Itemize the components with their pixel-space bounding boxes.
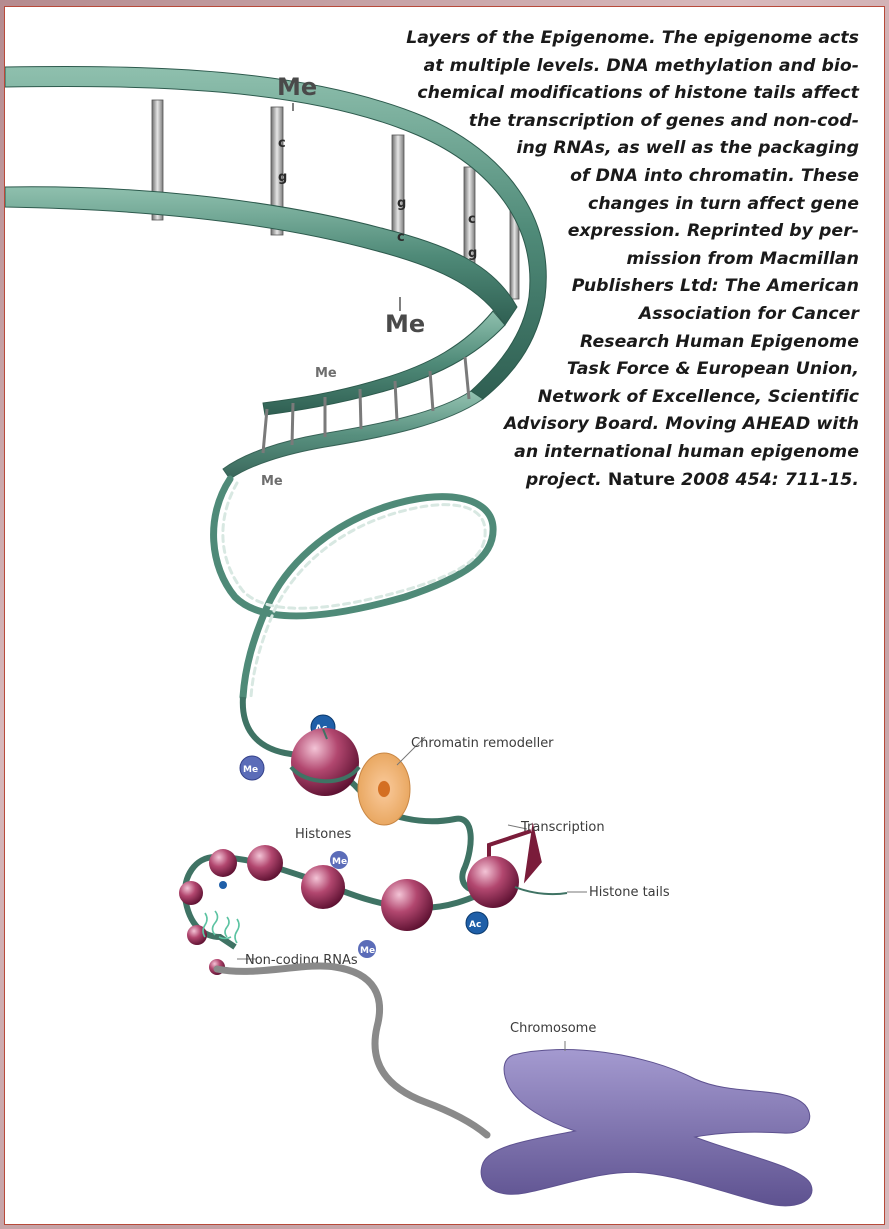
caption-line: chemical modifications of histone tails … xyxy=(375,80,859,108)
methyl-tag-left: Me xyxy=(240,756,264,780)
caption-line: of DNA into chromatin. These xyxy=(375,163,859,191)
caption-line: mission from Macmillan xyxy=(375,246,859,274)
methyl-tag-loop-1: Me xyxy=(330,851,348,869)
caption-line: at multiple levels. DNA methylation and … xyxy=(375,53,859,81)
methyl-label-small-2: Me xyxy=(261,474,283,489)
base-c-1: c xyxy=(278,136,286,151)
acetyl-tag-bottom: Ac xyxy=(466,912,488,934)
svg-text:Me: Me xyxy=(243,765,258,775)
caption-project-text: project. xyxy=(526,470,602,490)
histone-octamer-large xyxy=(291,728,359,796)
caption-line: expression. Reprinted by per- xyxy=(375,218,859,246)
svg-text:Me: Me xyxy=(332,857,347,867)
caption-citation: 2008 454: 711-15. xyxy=(681,470,859,490)
label-histone-tails: Histone tails xyxy=(589,885,670,900)
svg-text:Me: Me xyxy=(360,946,375,956)
caption-line: Layers of the Epigenome. The epigenome a… xyxy=(375,25,859,53)
caption-line: Network of Excellence, Scientific xyxy=(375,384,859,412)
dna-thin-helix xyxy=(214,479,494,697)
base-g-1: g xyxy=(278,170,287,185)
label-transcription: Transcription xyxy=(520,820,605,835)
label-histones: Histones xyxy=(295,827,351,842)
svg-text:Ac: Ac xyxy=(469,920,481,930)
caption-line: Publishers Ltd: The American xyxy=(375,273,859,301)
caption-line: Research Human Epigenome xyxy=(375,329,859,357)
caption-line: ing RNAs, as well as the packaging xyxy=(375,135,859,163)
methyl-tag-loop-2: Me xyxy=(358,940,376,958)
caption-citation-line: project. Nature 2008 454: 711-15. xyxy=(375,467,859,495)
chromatin-linker xyxy=(217,966,487,1135)
caption-line: Task Force & European Union, xyxy=(375,356,859,384)
methyl-label-small-1: Me xyxy=(315,366,337,381)
caption-line: the transcription of genes and non-cod- xyxy=(375,108,859,136)
caption-journal: Nature xyxy=(608,470,675,490)
chromosome xyxy=(481,1041,812,1206)
caption-line: an international human epigenome xyxy=(375,439,859,467)
label-chromosome: Chromosome xyxy=(510,1021,596,1036)
non-coding-rnas xyxy=(203,911,239,943)
caption-line: changes in turn affect gene xyxy=(375,191,859,219)
caption-line: Association for Cancer xyxy=(375,301,859,329)
caption-line: Advisory Board. Moving AHEAD with xyxy=(375,411,859,439)
figure-caption: Layers of the Epigenome. The epigenome a… xyxy=(375,25,859,494)
label-chromatin-remodeller: Chromatin remodeller xyxy=(411,736,554,751)
figure-panel: Me Me Me Me c g g c c g Ac Me xyxy=(4,6,885,1225)
methyl-label-top: Me xyxy=(277,73,317,101)
